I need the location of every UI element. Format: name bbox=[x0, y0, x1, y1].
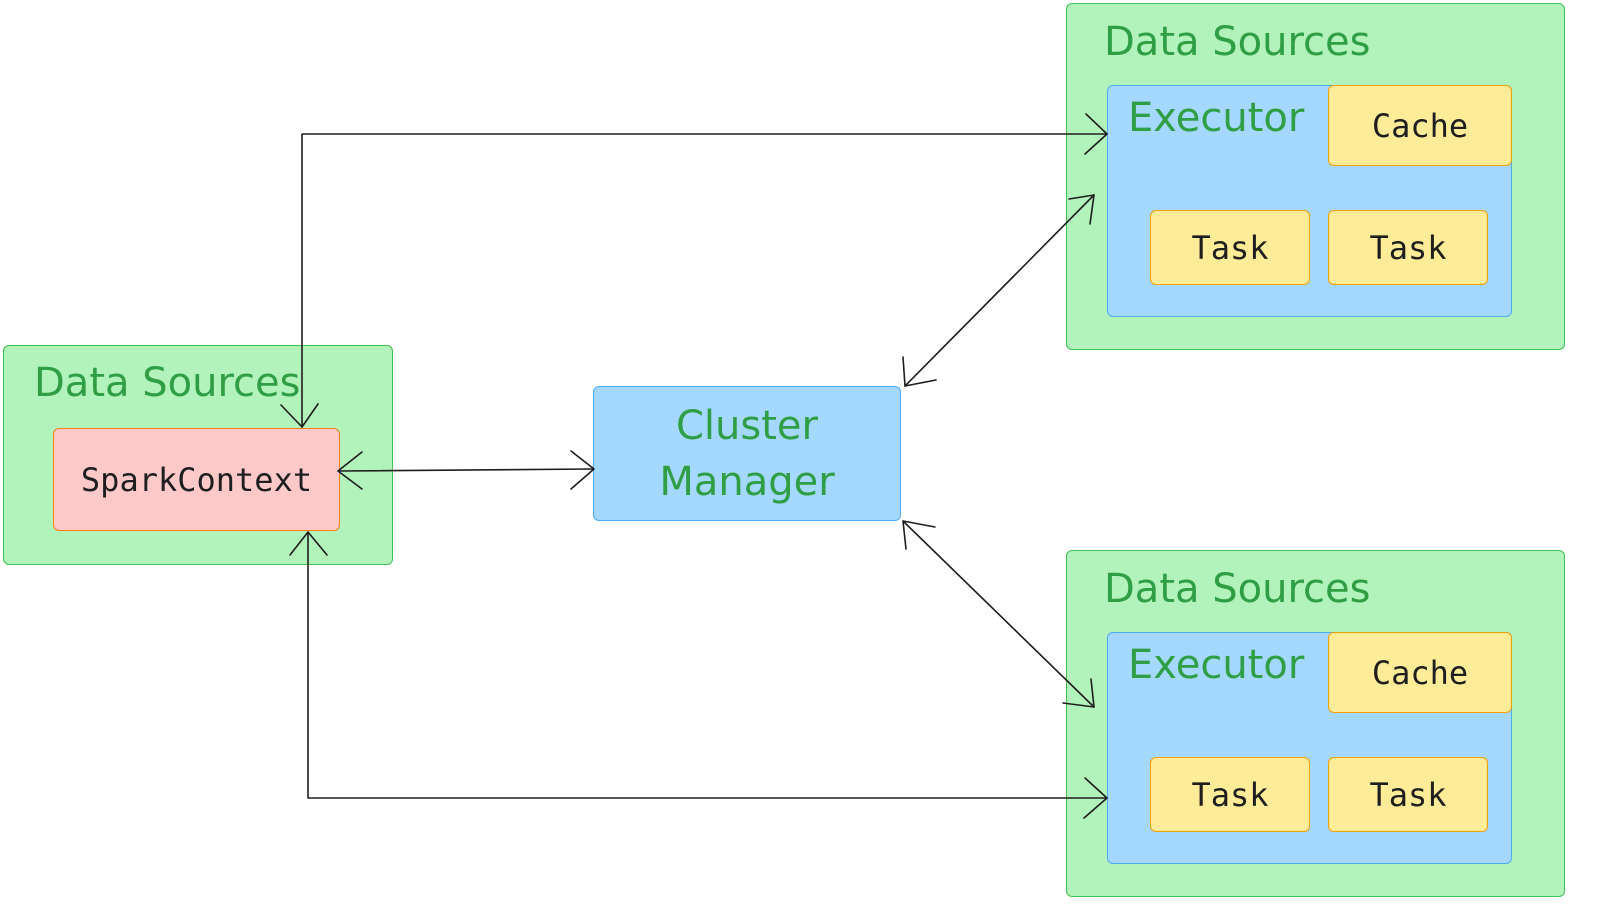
top-task-2[interactable]: Task bbox=[1328, 210, 1488, 285]
cluster-manager-label-line2: Manager bbox=[659, 458, 835, 505]
cluster-bottom-arrowhead-a bbox=[902, 520, 936, 550]
bottom-data-sources-title: Data Sources bbox=[1104, 566, 1371, 612]
bottom-cache[interactable]: Cache bbox=[1328, 632, 1512, 713]
bottom-task-2[interactable]: Task bbox=[1328, 757, 1488, 832]
bottom-task-1[interactable]: Task bbox=[1150, 757, 1310, 832]
top-cache[interactable]: Cache bbox=[1328, 85, 1512, 166]
bottom-executor-title: Executor bbox=[1128, 642, 1305, 688]
left-data-sources-title: Data Sources bbox=[34, 360, 301, 406]
cluster-manager-node[interactable]: Cluster Manager bbox=[593, 386, 901, 521]
spark-to-bottom-executor-connector bbox=[307, 531, 1108, 799]
cluster-top-arrowhead-a bbox=[902, 356, 937, 387]
spark-to-top-executor-connector bbox=[301, 133, 1108, 428]
top-data-sources-title: Data Sources bbox=[1104, 19, 1371, 65]
top-executor-title: Executor bbox=[1128, 95, 1305, 141]
cluster-side-arrowhead bbox=[570, 450, 595, 490]
cluster-manager-label-line1: Cluster bbox=[676, 402, 818, 449]
top-task-1[interactable]: Task bbox=[1150, 210, 1310, 285]
spark-context-node[interactable]: SparkContext bbox=[53, 428, 340, 531]
